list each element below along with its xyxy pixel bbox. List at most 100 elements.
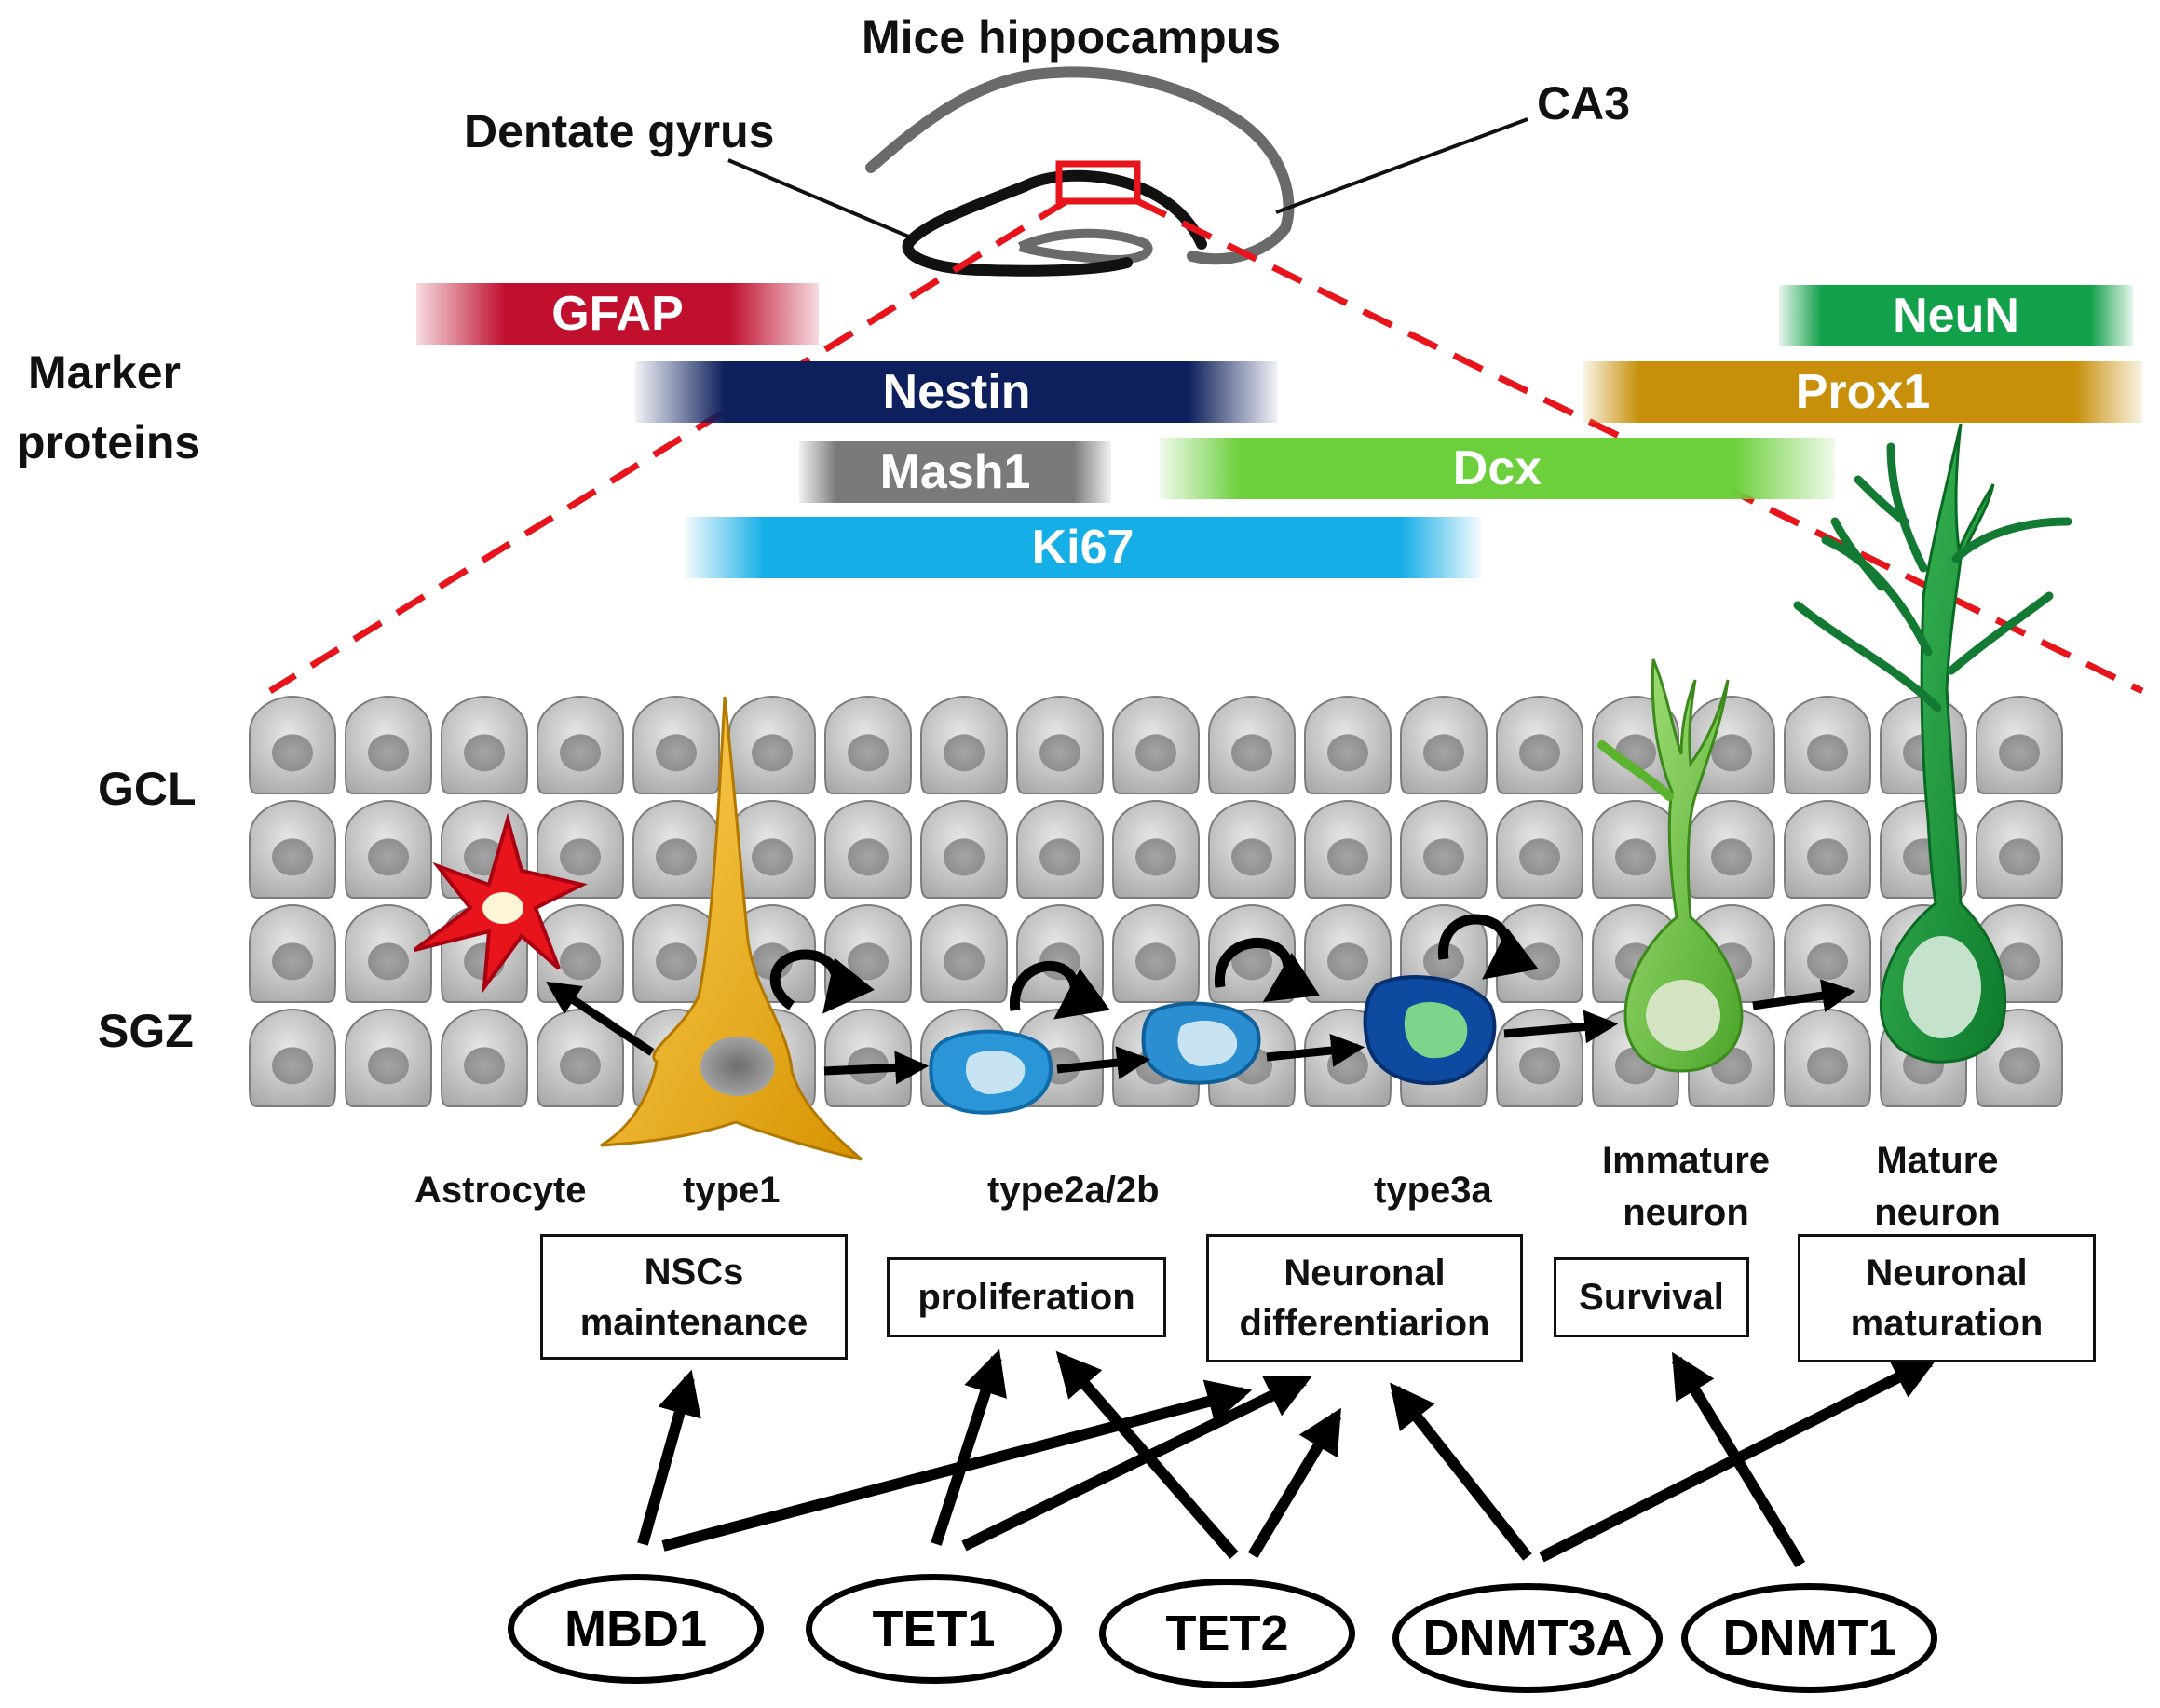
granule-cell-nucleus — [560, 838, 601, 876]
granule-cell-nucleus — [656, 942, 697, 981]
hippocampus-title: Mice hippocampus — [862, 11, 1282, 63]
granule-cell-nucleus — [1135, 838, 1176, 876]
granule-cell-nucleus — [1807, 1047, 1848, 1085]
dentate-gyrus-highlight-box — [1055, 160, 1141, 205]
gcl-label: GCL — [98, 763, 197, 815]
zoom-line-left — [268, 198, 1068, 694]
ca3-leader — [1275, 117, 1528, 214]
mature-neuron-label: Mature neuron — [1844, 1134, 2031, 1239]
arrow-tet1-to-differentiation — [961, 1375, 1312, 1552]
type1-label: type1 — [683, 1170, 781, 1211]
nestin-bar: Nestin — [635, 361, 1278, 423]
astrocyte-cell — [413, 812, 588, 994]
type2a-cell — [929, 1029, 1053, 1115]
self-renewal-icon-type2b — [1214, 937, 1320, 1003]
marker-proteins-heading-line2: proteins — [17, 416, 201, 468]
granule-cell-nucleus — [1999, 734, 2040, 772]
granule-cell-nucleus — [752, 734, 793, 772]
tet1-label: TET1 — [872, 1601, 996, 1657]
granule-cell-nucleus — [368, 838, 409, 876]
granule-cell-nucleus — [1807, 734, 1848, 772]
granule-cell-nucleus — [656, 734, 697, 772]
mbd1-label: MBD1 — [564, 1601, 707, 1657]
granule-cell-nucleus — [272, 838, 313, 876]
type2-label: type2a/2b — [987, 1170, 1160, 1211]
mash1-bar: Mash1 — [799, 441, 1111, 503]
granule-cell-nucleus — [1423, 838, 1464, 876]
granule-cell-nucleus — [1999, 942, 2040, 981]
proliferation-label: proliferation — [917, 1277, 1135, 1318]
arrow-mbd1-to-differentiation — [661, 1379, 1253, 1552]
ca3-label: CA3 — [1537, 77, 1631, 129]
mash1-label: Mash1 — [879, 445, 1031, 499]
granule-cell-nucleus — [656, 838, 697, 876]
neuronal-differentiation-box: Neuronal differentiarion — [1206, 1234, 1523, 1362]
arrow-type1-to-type2a — [823, 1051, 930, 1085]
dentate-gyrus-label: Dentate gyrus — [464, 105, 775, 157]
immature-neuron-line2: neuron — [1623, 1192, 1749, 1233]
granule-cell-nucleus — [1519, 734, 1560, 772]
granule-cell-nucleus — [560, 734, 601, 772]
nscs-line1: NSCs — [644, 1251, 744, 1293]
granule-cell-nucleus — [368, 942, 409, 981]
differentiation-line2: differentiarion — [1239, 1303, 1490, 1344]
survival-label: Survival — [1579, 1277, 1724, 1318]
granule-cell-nucleus — [1231, 838, 1272, 876]
neun-label: NeuN — [1893, 289, 2019, 343]
arrow-tet2-to-proliferation — [1055, 1350, 1239, 1559]
granule-cell-nucleus — [560, 942, 601, 981]
arrow-type1-to-astrocyte — [546, 982, 655, 1056]
granule-cell-nucleus — [1999, 838, 2040, 876]
ki67-bar: Ki67 — [685, 517, 1481, 578]
mature-neuron-line2: neuron — [1874, 1192, 2001, 1233]
granule-cell-nucleus — [1135, 942, 1176, 981]
tet1-node: TET1 — [806, 1574, 1062, 1684]
dnmt3a-node: DNMT3A — [1392, 1583, 1663, 1693]
tet2-node: TET2 — [1099, 1579, 1355, 1688]
type3a-label: type3a — [1374, 1170, 1492, 1211]
type1-cell — [600, 696, 863, 1161]
self-renewal-icon-type3a — [1438, 914, 1539, 980]
granule-cell-nucleus — [944, 838, 985, 876]
self-renewal-icon-type1 — [769, 949, 875, 1014]
immature-neuron-label: Immature neuron — [1593, 1134, 1779, 1239]
granule-cell-nucleus — [1039, 734, 1080, 772]
granule-cell-nucleus — [1039, 838, 1080, 876]
dnmt3a-label: DNMT3A — [1422, 1610, 1633, 1666]
granule-cell-nucleus — [1327, 838, 1368, 876]
granule-cell-nucleus — [1807, 942, 1848, 981]
mature-neuron-line1: Mature — [1876, 1140, 1999, 1181]
dnmt1-node: DNMT1 — [1681, 1583, 1937, 1693]
granule-cell-nucleus — [1999, 1047, 2040, 1085]
granule-cell-nucleus — [560, 1047, 601, 1085]
granule-cell-nucleus — [1231, 734, 1272, 772]
prox1-bar: Prox1 — [1583, 361, 2142, 423]
gfap-label: GFAP — [551, 287, 684, 341]
granule-cell-nucleus — [1327, 734, 1368, 772]
dcx-bar: Dcx — [1160, 438, 1835, 499]
arrow-type3a-to-immature — [1503, 1010, 1619, 1044]
granule-cell-nucleus — [848, 838, 889, 876]
granule-cell-nucleus — [1519, 1047, 1560, 1085]
granule-cell-nucleus — [944, 734, 985, 772]
marker-proteins-heading-line1: Marker — [28, 346, 181, 399]
granule-cell-nucleus — [272, 734, 313, 772]
granule-cell-nucleus — [1231, 942, 1272, 981]
arrow-dnmt1-to-survival — [1671, 1351, 1806, 1568]
granule-cell-nucleus — [464, 1047, 505, 1085]
granule-cell-nucleus — [1423, 942, 1464, 981]
tet2-label: TET2 — [1165, 1606, 1289, 1661]
arrow-dnmt3a-to-differentiation — [1390, 1382, 1532, 1561]
sgz-label: SGZ — [98, 1005, 194, 1057]
arrow-immature-to-mature — [1752, 979, 1856, 1012]
hippocampus-outline — [865, 66, 1295, 277]
nestin-label: Nestin — [882, 365, 1031, 419]
dnmt1-label: DNMT1 — [1722, 1610, 1896, 1666]
type3a-cell — [1363, 975, 1497, 1086]
arrow-type2a-to-type2b — [1056, 1046, 1151, 1079]
arrow-type2b-to-type3a — [1266, 1034, 1365, 1067]
proliferation-box: proliferation — [887, 1257, 1166, 1337]
dcx-label: Dcx — [1452, 441, 1542, 495]
granule-cell-nucleus — [848, 734, 889, 772]
arrow-tet1-to-proliferation — [931, 1349, 1007, 1546]
